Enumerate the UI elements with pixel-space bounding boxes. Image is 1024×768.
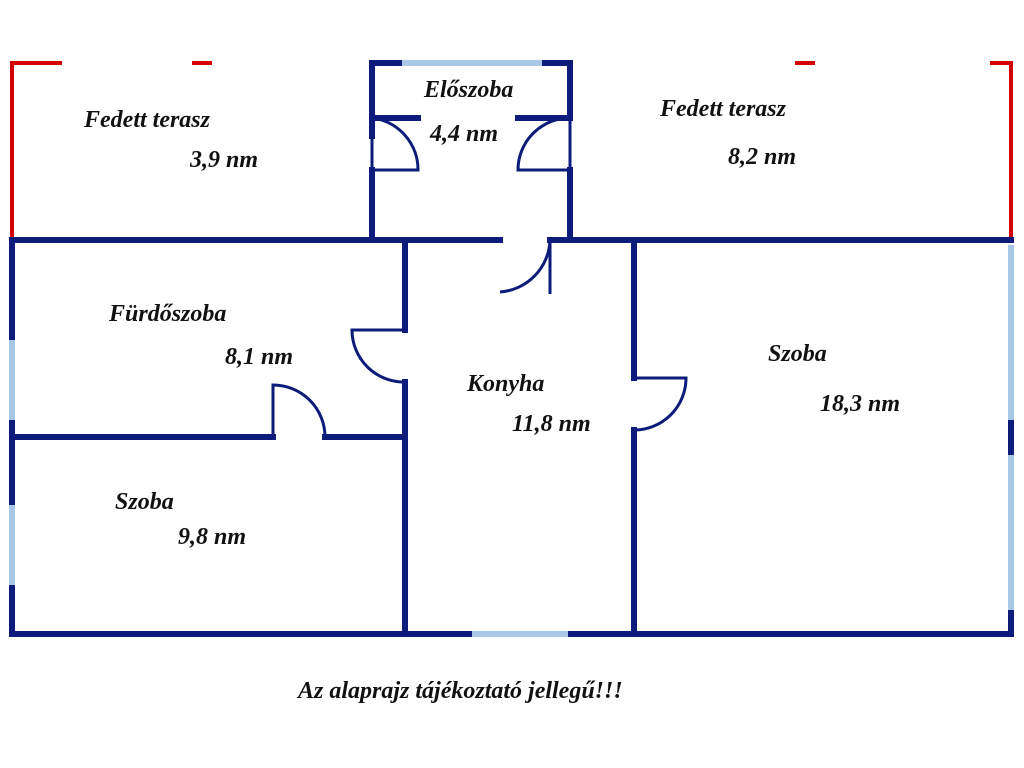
large-room-area: 18,3 nm	[820, 391, 901, 417]
entrance-door-right	[516, 116, 572, 172]
bathroom-name: Fürdőszoba	[109, 301, 227, 327]
hallway-wall-left-top	[369, 60, 405, 139]
terrace-boundary	[10, 61, 1013, 240]
bathroom-door	[350, 328, 406, 384]
kitchen-area: 11,8 nm	[512, 411, 591, 437]
windows	[9, 60, 1014, 637]
disclaimer-note: Az alaprajz tájékoztató jellegű!!!	[298, 678, 623, 704]
entrance-door-left	[370, 116, 420, 172]
large-room-name: Szoba	[768, 341, 827, 367]
small-room-name: Szoba	[115, 489, 174, 515]
small-room-door	[271, 383, 327, 438]
terrace-left-area: 3,9 nm	[190, 147, 259, 173]
hallway-area: 4,4 nm	[430, 121, 499, 147]
terrace-right-edge	[990, 61, 1013, 240]
terrace-right-name: Fedett terasz	[660, 96, 786, 122]
kitchen-name: Konyha	[467, 371, 545, 397]
walls	[9, 60, 1014, 637]
large-room-door	[633, 376, 688, 432]
hallway-kitchen-door	[499, 239, 552, 294]
terrace-left-edge	[10, 61, 62, 240]
hallway-name: Előszoba	[424, 77, 514, 103]
doors	[271, 116, 688, 438]
small-room-area: 9,8 nm	[178, 524, 247, 550]
terrace-left-name: Fedett terasz	[84, 107, 210, 133]
bathroom-area: 8,1 nm	[225, 344, 294, 370]
terrace-right-area: 8,2 nm	[728, 144, 797, 170]
